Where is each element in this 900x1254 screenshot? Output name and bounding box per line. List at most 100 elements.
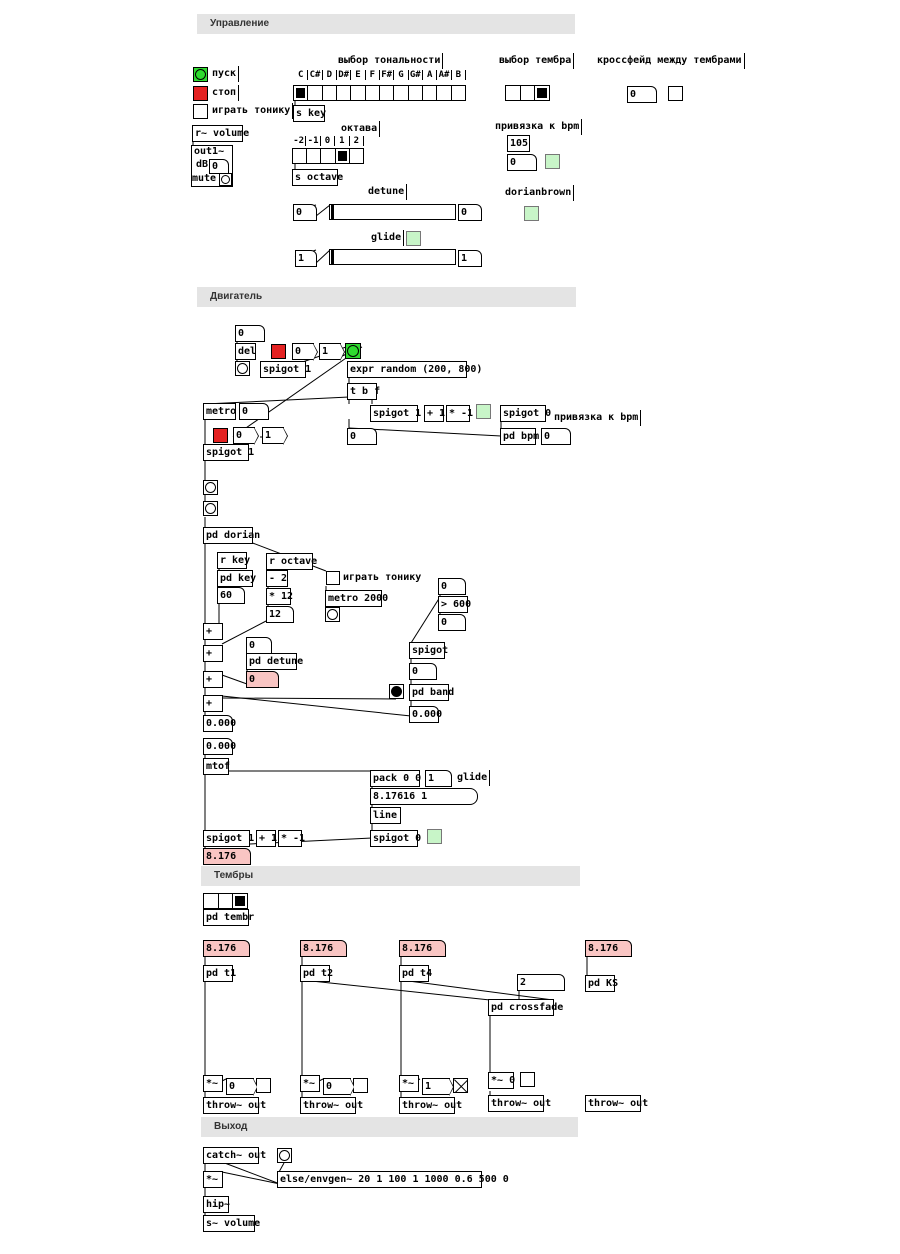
expr-random-object[interactable]: expr random (200, 800)	[347, 361, 482, 378]
pack-number[interactable]: 1	[425, 770, 452, 787]
bang-1[interactable]	[203, 480, 218, 495]
pd-tembr-object[interactable]: pd tembr	[203, 909, 254, 926]
plus-1-object[interactable]: + 1	[424, 405, 445, 422]
mul-signal-out[interactable]: *~	[203, 1171, 223, 1188]
key-radio-cell[interactable]	[409, 86, 423, 100]
play-tonic-engine-toggle[interactable]	[326, 571, 340, 585]
minus-2-object[interactable]: - 2	[266, 570, 288, 587]
mute-bang[interactable]	[219, 173, 232, 186]
timbre-freq-4[interactable]: 8.176	[585, 940, 632, 957]
bpm-engine-toggle[interactable]	[476, 404, 491, 419]
s-key-object[interactable]: s key	[293, 105, 326, 122]
band-bang[interactable]	[389, 684, 404, 699]
pd-ks-object[interactable]: pd KS	[585, 975, 618, 992]
line-object[interactable]: line	[370, 807, 401, 824]
detune-slider[interactable]	[329, 204, 456, 220]
timbre-radio-cell[interactable]	[506, 86, 521, 100]
mul-signal-4[interactable]: *~ 0	[488, 1072, 515, 1089]
msg-1[interactable]: 1	[319, 343, 345, 361]
throw-out-3[interactable]: throw~ out	[399, 1097, 462, 1114]
pd-crossfade-object[interactable]: pd crossfade	[488, 999, 563, 1016]
detune-right-number[interactable]: 0	[458, 204, 482, 221]
tonic-bang[interactable]	[325, 607, 340, 622]
gain-toggle-2[interactable]	[353, 1078, 368, 1093]
stop-bang[interactable]	[193, 86, 208, 101]
octave-radio-cell[interactable]	[336, 149, 350, 163]
key-radio-cell[interactable]	[437, 86, 452, 100]
key-radio-cell[interactable]	[394, 86, 409, 100]
crossfade-toggle[interactable]	[668, 86, 683, 101]
timbre-freq-1[interactable]: 8.176	[203, 940, 250, 957]
timbre-radio[interactable]	[505, 85, 550, 101]
spigot-1-c[interactable]: spigot 1	[203, 444, 254, 461]
bang-2[interactable]	[203, 501, 218, 516]
glide-toggle[interactable]	[406, 231, 421, 246]
mul-12-object[interactable]: * 12	[266, 588, 293, 605]
key-radio-cell[interactable]	[423, 86, 438, 100]
mul-signal-3[interactable]: *~	[399, 1075, 419, 1092]
bpm-number[interactable]: 0	[507, 154, 537, 171]
s-octave-object[interactable]: s octave	[292, 169, 343, 186]
gain-msg-2[interactable]: 0	[323, 1078, 355, 1096]
mul-minus-1-object-b[interactable]: * -1	[278, 830, 305, 847]
glide-left-number[interactable]: 1	[295, 250, 317, 267]
octave-radio-cell[interactable]	[350, 149, 363, 163]
plus-1-object-b[interactable]: + 1	[256, 830, 277, 847]
key-radio[interactable]	[293, 85, 466, 101]
crossfade-engine-number[interactable]: 2	[517, 974, 565, 991]
freq-float[interactable]: 0.000	[203, 738, 236, 755]
gain-msg-3[interactable]: 1	[422, 1078, 454, 1096]
stop-bang-engine[interactable]	[271, 344, 286, 359]
mul-minus-1-object[interactable]: * -1	[446, 405, 473, 422]
band-number-1[interactable]: 0	[438, 614, 466, 631]
spigot-object[interactable]: spigot	[409, 642, 448, 659]
band-float[interactable]: 0.000	[409, 706, 442, 723]
output-freq-number[interactable]: 8.176	[203, 848, 251, 865]
hip-object[interactable]: hip~	[203, 1196, 230, 1213]
spigot-1-a[interactable]: spigot 1	[260, 361, 311, 378]
metro-number[interactable]: 0	[239, 403, 269, 420]
key-number-60[interactable]: 60	[217, 587, 245, 604]
pd-band-object[interactable]: pd band	[409, 684, 454, 701]
engine-number-0[interactable]: 0	[235, 325, 265, 342]
octave-radio[interactable]	[292, 148, 364, 164]
plus-object-3[interactable]: +	[203, 671, 223, 688]
key-radio-cell[interactable]	[452, 86, 465, 100]
plus-object-4[interactable]: +	[203, 695, 223, 712]
envgen-object[interactable]: else/envgen~ 20 1 100 1 1000 0.6 500 0	[277, 1171, 509, 1188]
engine-number-d[interactable]: 0	[541, 428, 571, 445]
gt-600-object[interactable]: > 600	[438, 596, 471, 613]
pd-detune-object[interactable]: pd detune	[246, 653, 303, 670]
db-number[interactable]: 0	[209, 159, 229, 174]
start-bang[interactable]	[193, 67, 208, 82]
r-octave-object[interactable]: r octave	[266, 553, 317, 570]
tbf-object[interactable]: t b f	[347, 383, 380, 400]
bpm-value-object[interactable]: 105	[507, 135, 530, 152]
gain-msg-1[interactable]: 0	[226, 1078, 258, 1096]
detune-output-number[interactable]: 0	[246, 671, 279, 688]
timbre-engine-radio-cell[interactable]	[233, 894, 247, 908]
throw-out-4[interactable]: throw~ out	[488, 1095, 551, 1112]
mul-signal-1[interactable]: *~	[203, 1075, 223, 1092]
msg-0[interactable]: 0	[292, 343, 318, 361]
del-bang[interactable]	[235, 361, 250, 376]
octave-number-12[interactable]: 12	[266, 606, 294, 623]
band-number-2[interactable]: 0	[409, 663, 437, 680]
del-object[interactable]: del	[235, 343, 256, 360]
pd-key-object[interactable]: pd key	[217, 570, 256, 587]
key-radio-cell[interactable]	[366, 86, 380, 100]
detune-slider-knob[interactable]	[331, 205, 334, 219]
spigot-0-a[interactable]: spigot 0	[500, 405, 551, 422]
key-radio-cell[interactable]	[351, 86, 366, 100]
plus-object-2[interactable]: +	[203, 645, 223, 662]
octave-radio-cell[interactable]	[293, 149, 308, 163]
timbre-radio-cell[interactable]	[535, 86, 549, 100]
key-radio-cell[interactable]	[380, 86, 395, 100]
glide-engine-toggle[interactable]	[427, 829, 442, 844]
bpm-toggle[interactable]	[545, 154, 560, 169]
crossfade-number[interactable]: 0	[627, 86, 657, 103]
gain-toggle-4[interactable]	[520, 1072, 535, 1087]
octave-radio-cell[interactable]	[321, 149, 336, 163]
throw-out-2[interactable]: throw~ out	[300, 1097, 363, 1114]
pd-bpm-object[interactable]: pd bpm	[500, 428, 539, 445]
